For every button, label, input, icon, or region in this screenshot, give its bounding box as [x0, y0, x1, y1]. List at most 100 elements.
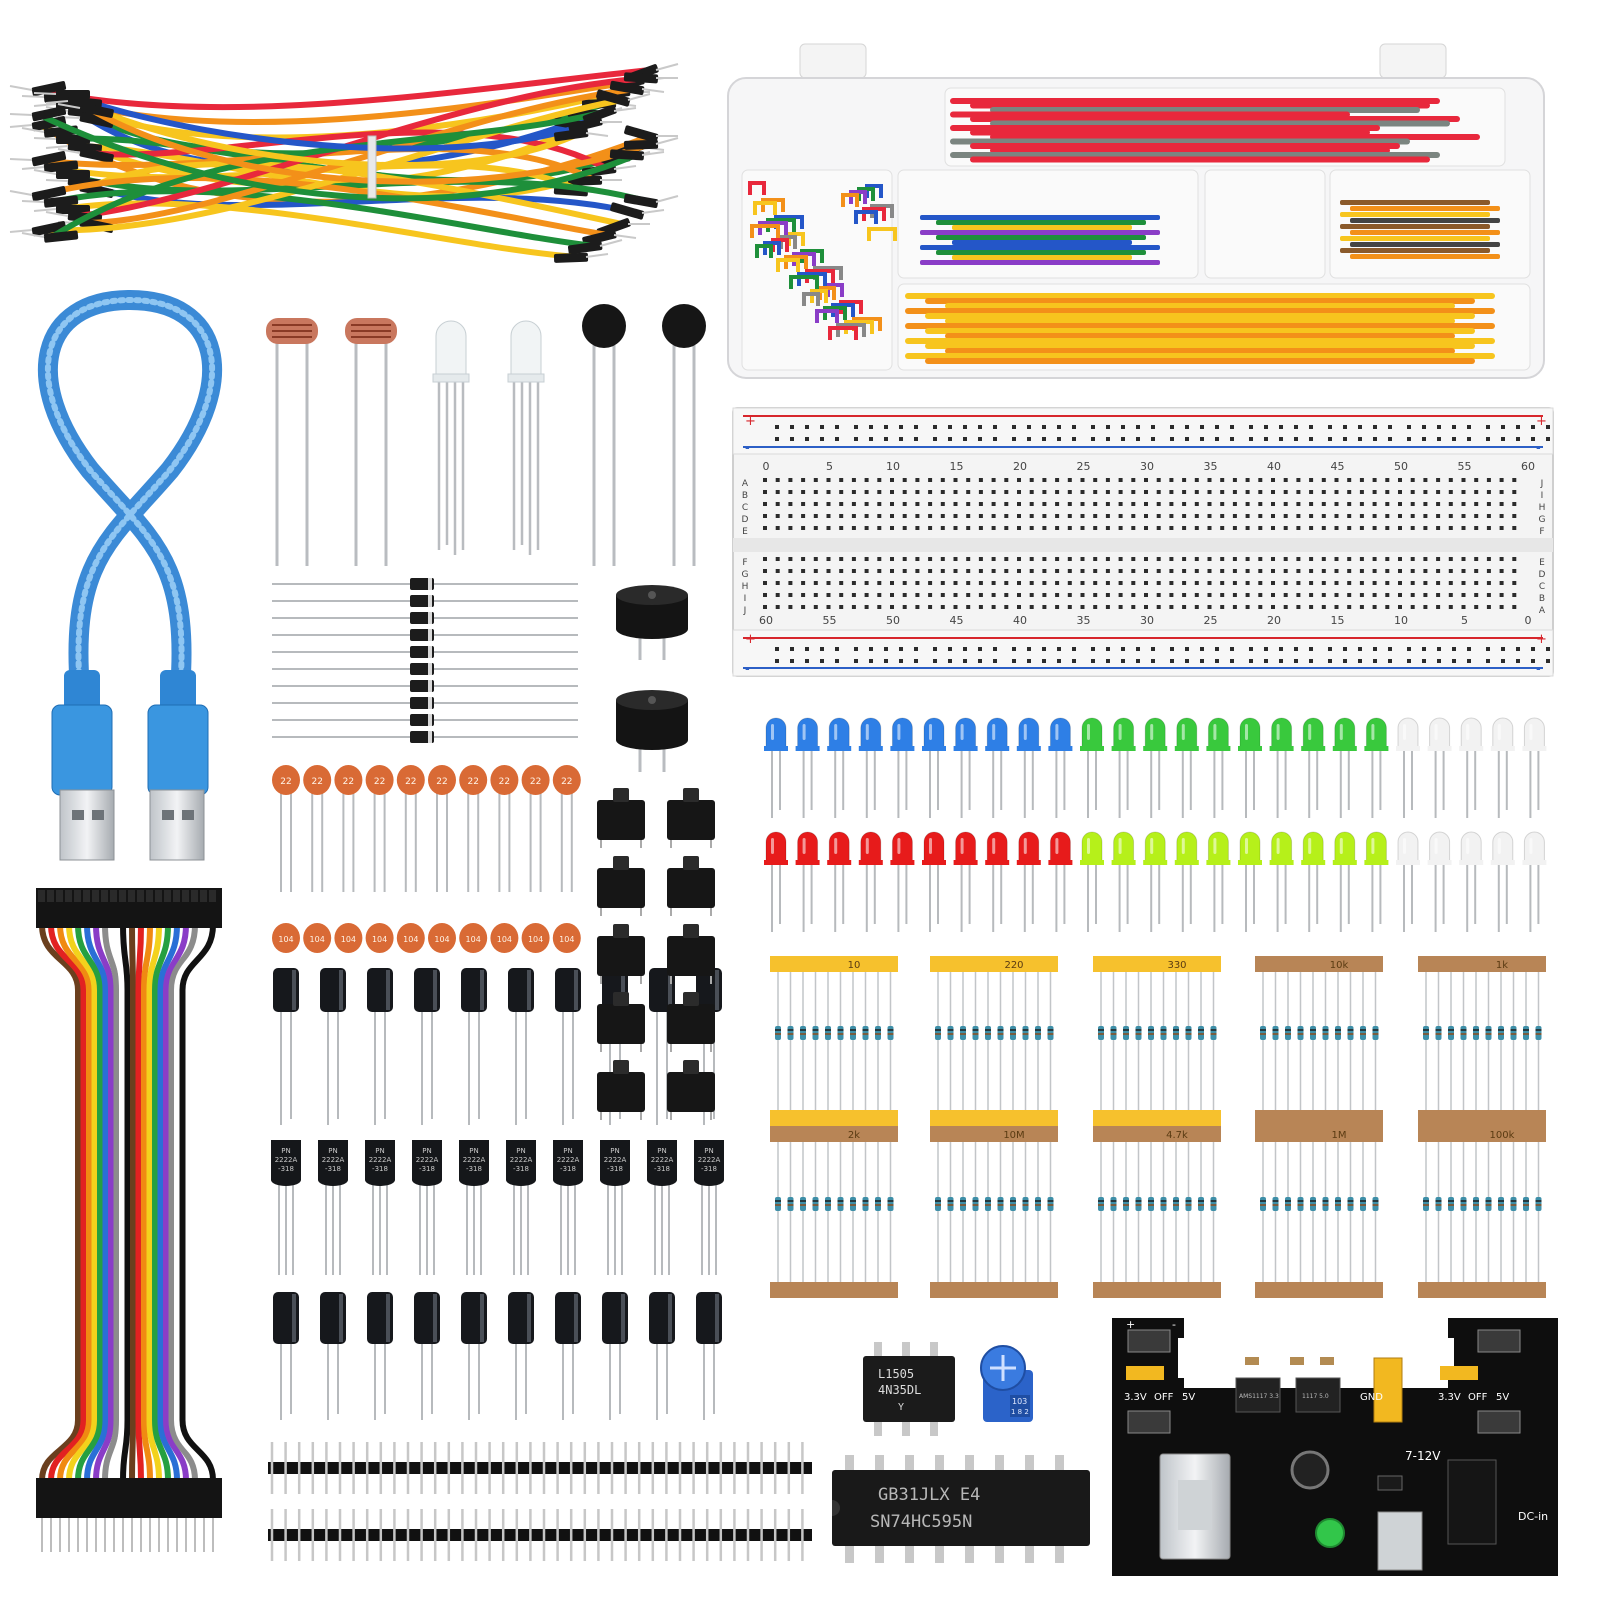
- resistor: [1335, 1026, 1341, 1040]
- led-rim: [1459, 860, 1484, 865]
- led-highlight: [992, 724, 996, 740]
- usb-plug-left: [51, 670, 115, 861]
- resistor: [935, 1026, 941, 1040]
- breadboard-rail-hole: [1121, 647, 1125, 651]
- breadboard-hole: [1131, 526, 1136, 530]
- breadboard-hole: [826, 478, 831, 482]
- led-rim: [1364, 860, 1389, 865]
- ceramic-capacitor-label: 22: [499, 777, 510, 787]
- resistor: [985, 1026, 991, 1040]
- ceramic-capacitor-label: 22: [311, 777, 322, 787]
- breadboard-hole: [978, 490, 983, 494]
- breadboard-hole: [826, 593, 831, 597]
- breadboard-hole: [928, 502, 933, 506]
- led: [1081, 717, 1103, 751]
- ribbon-wire: [48, 924, 87, 1481]
- jumper-pin: [21, 232, 45, 238]
- potentiometer-label-2: 1 8 2: [1011, 1408, 1029, 1416]
- breadboard-rail-hole: [835, 659, 839, 663]
- breadboard-hole: [902, 490, 907, 494]
- led-rim: [1522, 746, 1547, 751]
- breadboard-hole: [1194, 490, 1199, 494]
- bent-jumper: [823, 306, 847, 320]
- breadboard-hole: [915, 569, 920, 573]
- breadboard-hole: [1309, 581, 1314, 585]
- breadboard-hole: [1347, 514, 1352, 518]
- resistor: [985, 1197, 991, 1211]
- breadboard-rail-hole: [1185, 425, 1189, 429]
- breadboard-hole: [1334, 581, 1339, 585]
- breadboard-hole: [890, 478, 894, 482]
- breadboard-hole: [1004, 526, 1009, 530]
- ribbon-socket: [173, 890, 180, 902]
- resistor: [800, 1026, 806, 1040]
- transistor: [459, 1140, 489, 1186]
- led-highlight: [865, 724, 869, 740]
- resistor: [787, 1197, 794, 1211]
- bent-jumper: [836, 323, 866, 337]
- breadboard-hole: [1385, 557, 1390, 561]
- breadboard-hole: [826, 605, 831, 609]
- breadboard-rail-hole: [1027, 659, 1031, 663]
- breadboard-hole: [763, 593, 767, 597]
- breadboard-hole: [1093, 605, 1098, 609]
- breadboard-rail-hole: [1249, 425, 1253, 429]
- breadboard-hole: [1423, 478, 1428, 482]
- resistor: [825, 1026, 831, 1040]
- breadboard-hole: [1372, 526, 1377, 530]
- box-wire: [1350, 242, 1500, 247]
- breadboard-rail-hole: [1027, 647, 1031, 651]
- breadboard-hole: [1207, 490, 1212, 494]
- resistor: [1310, 1197, 1316, 1211]
- breadboard-hole: [1055, 514, 1060, 518]
- breadboard-rail-hole: [820, 437, 824, 441]
- potentiometer-label-1: 103: [1012, 1397, 1027, 1406]
- breadboard-hole: [1296, 581, 1301, 585]
- breadboard-hole: [775, 557, 780, 561]
- led-rim: [1427, 746, 1452, 751]
- breadboard-column-number: 0: [1525, 614, 1532, 627]
- breadboard-rail-hole: [1486, 659, 1490, 663]
- breadboard-hole: [1042, 581, 1047, 585]
- breadboard-hole: [966, 593, 971, 597]
- ceramic-capacitor-label: 104: [559, 935, 574, 944]
- breadboard-hole: [1436, 478, 1441, 482]
- optocoupler-chip: L1505 4N35DL Y: [863, 1342, 955, 1436]
- led: [1365, 831, 1387, 865]
- ceramic-capacitor: [521, 765, 550, 795]
- breadboard-hole: [1220, 581, 1225, 585]
- breadboard-rail-hole: [1136, 425, 1140, 429]
- ribbon-socket: [83, 890, 90, 902]
- breadboard-rail-hole: [1407, 425, 1411, 429]
- jumper-connector: [56, 170, 90, 179]
- led-rim: [985, 746, 1010, 751]
- breadboard-rail-hole: [1215, 647, 1219, 651]
- breadboard-hole: [1131, 593, 1136, 597]
- breadboard-hole: [851, 569, 856, 573]
- led-rim: [1143, 746, 1168, 751]
- breadboard-hole: [1398, 526, 1402, 530]
- breadboard-hole: [1042, 490, 1047, 494]
- breadboard-column-number: 30: [1140, 614, 1154, 627]
- breadboard-hole: [1093, 581, 1098, 585]
- led-rim: [1016, 860, 1041, 865]
- breadboard-hole: [940, 514, 945, 518]
- breadboard-hole: [1118, 569, 1123, 573]
- breadboard-rail-hole: [899, 425, 903, 429]
- breadboard-hole: [928, 514, 933, 518]
- capacitor-stripe: [621, 1294, 625, 1342]
- breadboard-hole: [1296, 526, 1301, 530]
- resistor-tape-bottom: [1255, 1282, 1383, 1298]
- transistor-label: -318: [560, 1165, 576, 1173]
- breadboard-rail-hole: [1388, 647, 1392, 651]
- transistor: [412, 1140, 442, 1186]
- breadboard-hole: [839, 490, 844, 494]
- breadboard-hole: [763, 490, 767, 494]
- jumper-wire: [73, 178, 639, 216]
- resistor: [812, 1197, 819, 1211]
- breadboard-rail-hole: [1072, 425, 1076, 429]
- led-highlight: [1339, 838, 1343, 854]
- breadboard-rail-hole: [884, 437, 888, 441]
- breadboard-rail-hole: [1279, 647, 1283, 651]
- breadboard-hole: [915, 593, 920, 597]
